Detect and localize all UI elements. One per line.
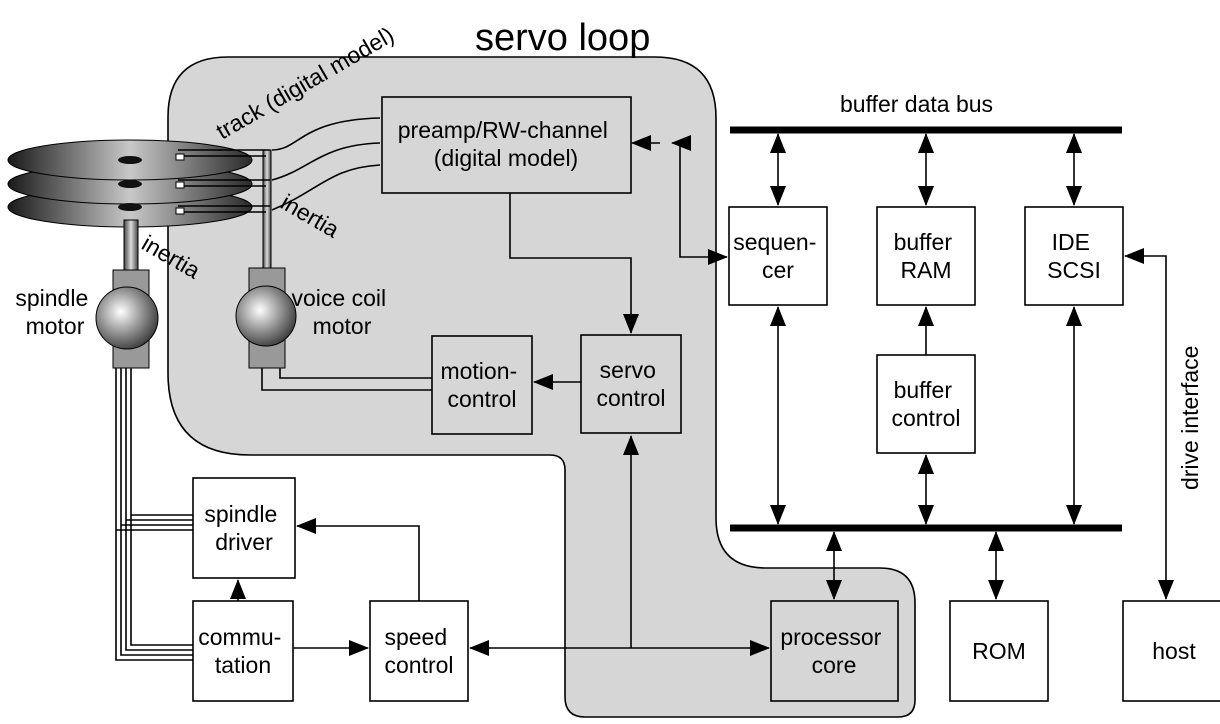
svg-text:preamp/RW-channel (digit: preamp/RW-channel (digital model) [398,117,614,171]
commutation-block: commu- tation [192,600,294,702]
disk-platters [7,139,253,228]
voice-coil-motor-icon [235,267,297,369]
spindle-driver-block: spindle driver [192,477,296,579]
svg-text:processor core: processor core [780,624,887,678]
drive-interface-label: drive interface [1177,346,1203,490]
svg-text:spindle driver: spindle driver [204,501,283,555]
processor-core-block: processor core [770,600,899,702]
rom-block: ROM [949,600,1049,702]
buffer-ram-block: buffer RAM [876,206,976,306]
speed-control-block: speed control [369,600,469,702]
actuator-shaft [262,149,272,271]
head-arms [175,149,270,215]
svg-text:host: host [1152,638,1196,664]
head-wires [271,117,381,211]
servo-control-block: servo control [580,334,682,434]
sequencer-block: sequen- cer [728,206,828,306]
svg-text:IDE SCSI: IDE SCSI [1047,229,1101,283]
spindle-motor-icon [95,269,159,369]
host-block: host [1122,600,1220,702]
svg-text:commu- tation: commu- tation [198,624,287,678]
svg-text:motion- control: motion- control [440,358,523,412]
svg-text:buffer control: buffer control [891,377,960,431]
ide-scsi-block: IDE SCSI [1024,206,1124,306]
buffer-data-bus-label: buffer data bus [840,91,993,117]
voice-coil-motor-label: voice coil motor [292,285,393,339]
svg-text:buffer RAM: buffer RAM [894,229,959,283]
preamp-rw-channel-block: preamp/RW-channel (digital model) [381,96,632,194]
svg-text:sequen- cer: sequen- cer [733,229,823,283]
buffer-control-block: buffer control [876,354,976,454]
svg-text:speed control: speed control [384,624,453,678]
svg-text:ROM: ROM [972,638,1026,664]
spindle-motor-label: spindle motor [15,285,94,339]
motion-control-block: motion- control [431,335,533,435]
connections [115,133,1174,661]
spindle-shaft [123,219,139,273]
servo-loop-title: servo loop [475,17,650,59]
svg-text:servo control: servo control [596,357,665,411]
